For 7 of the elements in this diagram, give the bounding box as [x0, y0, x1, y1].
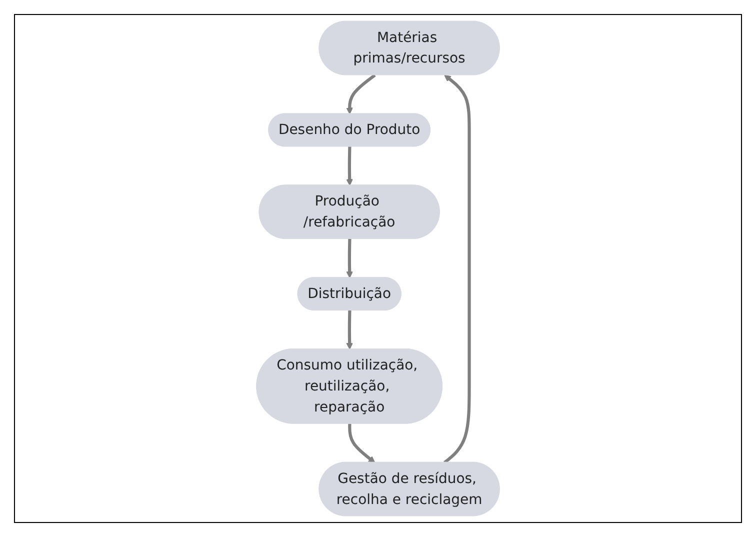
arrow [346, 238, 353, 278]
arrow [348, 424, 376, 463]
arrow [346, 74, 376, 114]
arrow [443, 74, 471, 464]
cycle-diagram: Matérias primas/recursos Desenho do Produto Produção /refabricação Distribuição Consumo utilização, reutilização, reparação Gestão de resíduos, recolha e reciclagem [15, 15, 741, 522]
arrow [346, 310, 353, 350]
arrow [346, 146, 353, 186]
